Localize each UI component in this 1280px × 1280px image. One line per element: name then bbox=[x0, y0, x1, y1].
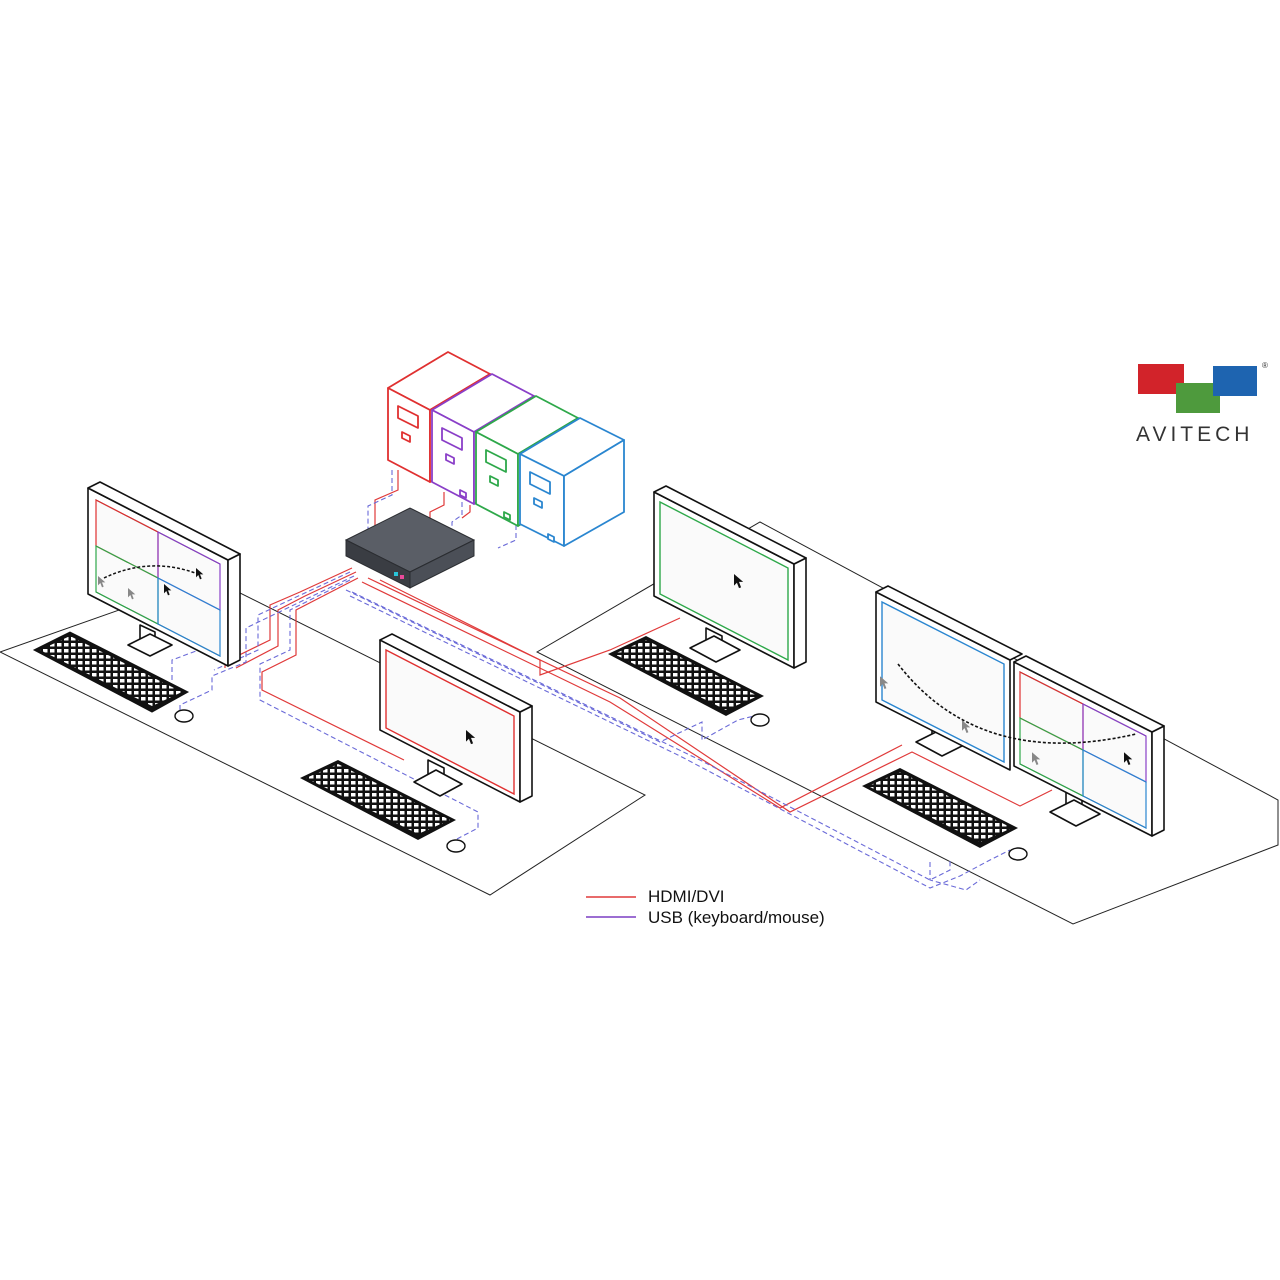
keyboard-right-2[interactable] bbox=[862, 768, 1018, 848]
cables-usb bbox=[171, 470, 1011, 891]
status-led-icon bbox=[394, 572, 398, 576]
monitor-green-single[interactable] bbox=[653, 485, 807, 669]
desk-left bbox=[0, 577, 647, 896]
keyboard-left-2[interactable] bbox=[300, 760, 456, 840]
status-led-icon bbox=[400, 575, 404, 579]
monitor-red-single[interactable] bbox=[379, 633, 533, 803]
desk-right bbox=[535, 521, 1279, 925]
mouse-left-1[interactable] bbox=[174, 709, 194, 723]
mouse-left-2[interactable] bbox=[446, 839, 466, 853]
cables-hdmi bbox=[224, 470, 1053, 813]
monitor-quad-left[interactable] bbox=[87, 481, 241, 667]
kvm-switch[interactable] bbox=[344, 507, 476, 589]
keyboard-right-1[interactable] bbox=[608, 636, 764, 716]
logo-wordmark: AVITECH bbox=[1136, 423, 1253, 446]
legend-label-hdmi: HDMI/DVI bbox=[648, 887, 725, 906]
mouse-right-2[interactable] bbox=[1008, 847, 1028, 861]
keyboard-left-1[interactable] bbox=[32, 631, 190, 713]
legend: HDMI/DVI USB (keyboard/mouse) bbox=[586, 887, 825, 927]
computer-blue[interactable] bbox=[519, 417, 625, 547]
monitor-quad-dual[interactable] bbox=[1013, 655, 1165, 837]
mouse-right-1[interactable] bbox=[750, 713, 770, 727]
logo-green-block bbox=[1176, 383, 1220, 413]
avitech-logo: ® AVITECH bbox=[1136, 361, 1268, 446]
monitor-blue-dual[interactable] bbox=[875, 585, 1023, 771]
legend-label-usb: USB (keyboard/mouse) bbox=[648, 908, 825, 927]
logo-blue-block bbox=[1213, 366, 1257, 396]
logo-registered-mark: ® bbox=[1262, 361, 1268, 370]
